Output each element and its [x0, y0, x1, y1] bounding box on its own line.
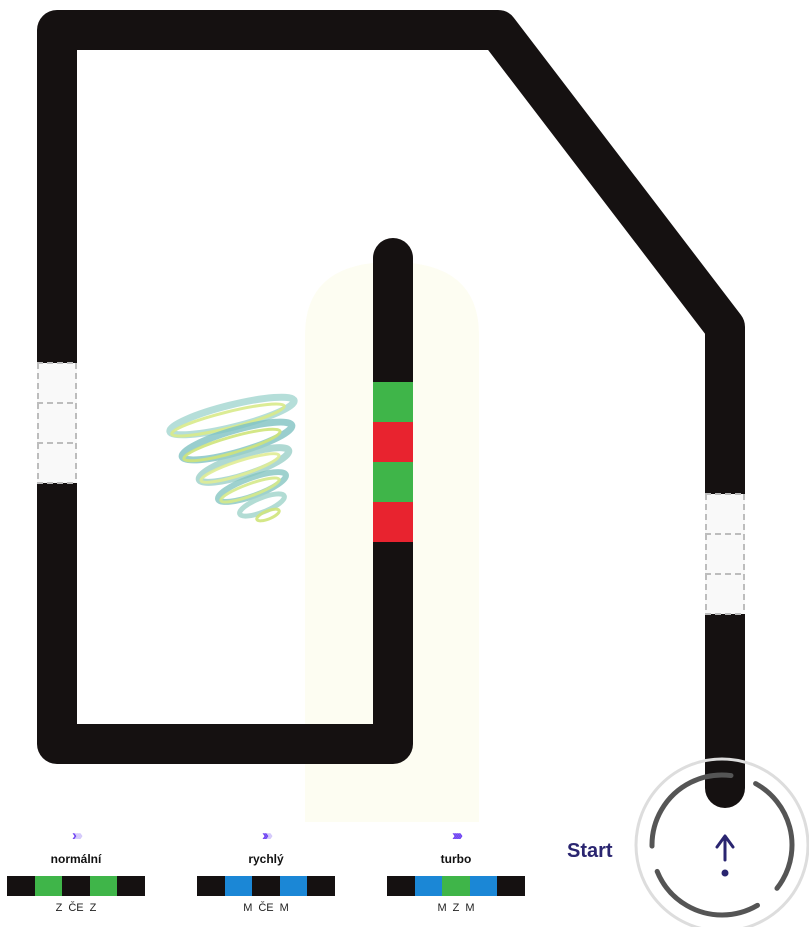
- code-letter: M: [243, 902, 252, 914]
- strip-cell-black: [197, 876, 225, 896]
- start-marker: [626, 749, 809, 927]
- track-code-green: [373, 382, 413, 422]
- track-code-green: [373, 462, 413, 502]
- color-code-letters: M ČE M: [196, 902, 336, 915]
- color-code-strip: [7, 876, 145, 896]
- track-color-code: [373, 382, 413, 542]
- strip-cell-black: [62, 876, 90, 896]
- strip-cell-green: [90, 876, 118, 896]
- strip-cell-black: [307, 876, 335, 896]
- color-code-strip: [387, 876, 525, 896]
- strip-cell-black: [252, 876, 280, 896]
- strip-cell-blue: [280, 876, 308, 896]
- code-letter: Z: [56, 902, 63, 914]
- code-letter: ČE: [258, 902, 273, 914]
- chevrons-right-icon: ››››: [6, 828, 146, 844]
- strip-cell-black: [117, 876, 145, 896]
- arrow-up-icon: [717, 836, 733, 877]
- strip-cell-blue: [470, 876, 498, 896]
- speed-name: rychlý: [196, 852, 336, 866]
- speed-name: normální: [6, 852, 146, 866]
- tornado-icon: [167, 390, 297, 523]
- code-letter: M: [465, 902, 474, 914]
- code-letter: M: [280, 902, 289, 914]
- legend-fast: ›››› rychlý M ČE M: [196, 828, 336, 915]
- code-letter: ČE: [68, 902, 83, 914]
- strip-cell-black: [7, 876, 35, 896]
- strip-cell-blue: [415, 876, 443, 896]
- chevrons-right-icon: ››››: [196, 828, 336, 844]
- legend-normal: ›››› normální Z ČE Z: [6, 828, 146, 915]
- track-gap-left: [37, 363, 77, 483]
- color-code-strip: [197, 876, 335, 896]
- track-gap-right: [705, 494, 745, 614]
- speed-name: turbo: [386, 852, 526, 866]
- start-label: Start: [567, 840, 613, 863]
- code-letter: Z: [453, 902, 460, 914]
- color-code-letters: Z ČE Z: [6, 902, 146, 915]
- strip-cell-green: [442, 876, 470, 896]
- track-code-red: [373, 422, 413, 462]
- code-letter: M: [437, 902, 446, 914]
- strip-cell-black: [497, 876, 525, 896]
- strip-cell-blue: [225, 876, 253, 896]
- chevrons-right-icon: ››››: [386, 828, 526, 844]
- code-letter: Z: [90, 902, 97, 914]
- strip-cell-green: [35, 876, 63, 896]
- strip-cell-black: [387, 876, 415, 896]
- track-code-red: [373, 502, 413, 542]
